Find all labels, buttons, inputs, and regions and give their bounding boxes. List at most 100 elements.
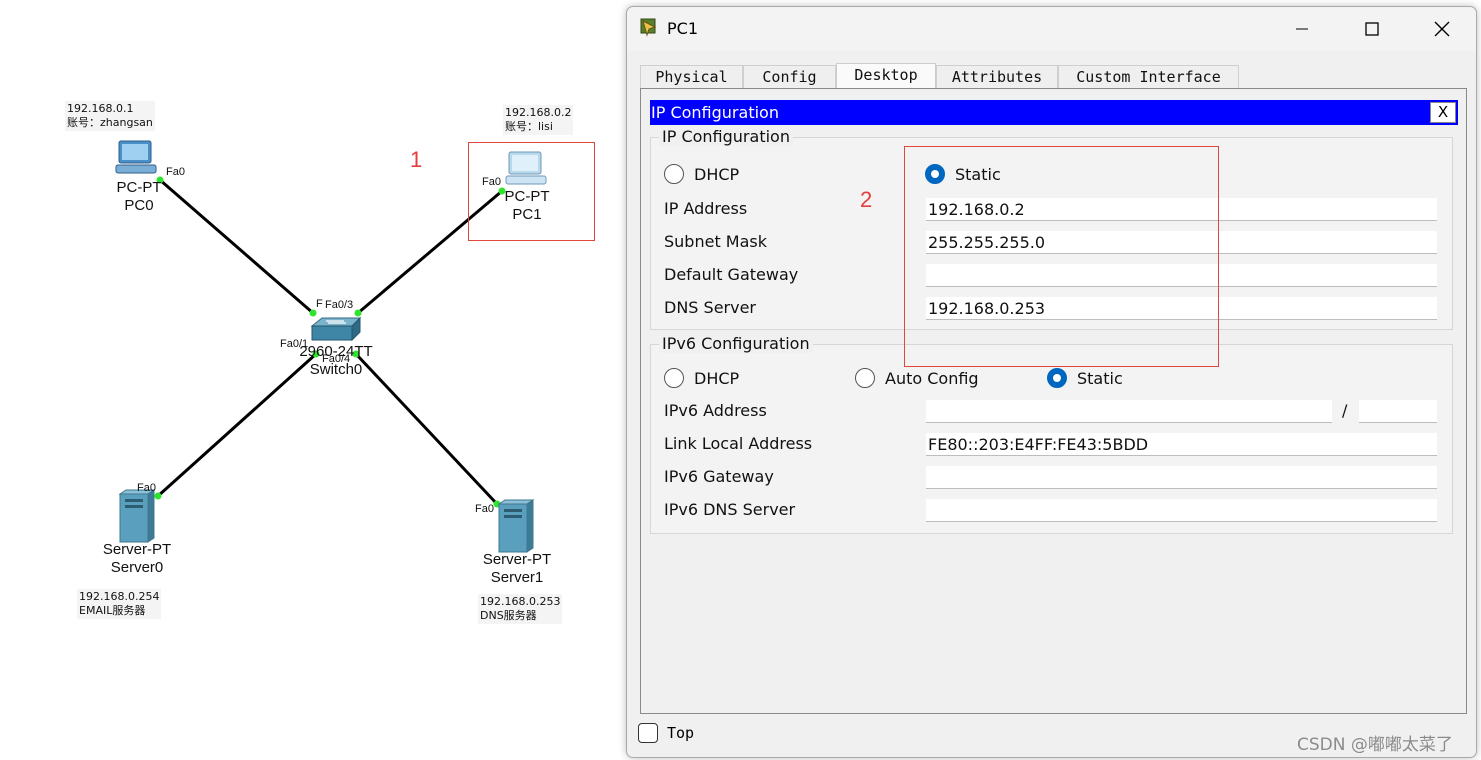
server0-server-icon [118, 489, 156, 543]
close-button[interactable] [1407, 7, 1477, 51]
server0-port-label: Fa0 [137, 482, 156, 494]
server1-note[interactable]: 192.168.0.253 DNS服务器 [478, 594, 563, 624]
subnet-mask-label: Subnet Mask [664, 232, 768, 251]
tab-physical[interactable]: Physical [640, 65, 743, 89]
annotation-number-2: 2 [860, 187, 873, 212]
annotation-box-pc1 [468, 142, 595, 241]
checkbox-unchecked-icon [638, 723, 658, 743]
link-local-address-label: Link Local Address [664, 434, 813, 453]
link-server1-switch [354, 352, 499, 506]
server0-note-role: EMAIL服务器 [79, 604, 146, 617]
ipv6-config-group: IPv6 Configuration DHCP Auto Config Stat… [650, 334, 1453, 534]
port-led [354, 309, 362, 317]
pc0-label[interactable]: PC-PT PC0 [117, 179, 162, 215]
ipv6-dns-server-input[interactable] [926, 499, 1437, 522]
port-led [154, 492, 162, 500]
port-led [312, 350, 320, 358]
annotation-box-static-config [904, 146, 1219, 367]
server1-model: Server-PT [482, 551, 552, 568]
server1-label[interactable]: Server-PT Server1 [483, 551, 551, 587]
ipv6-static-radio[interactable]: Static [1047, 368, 1123, 388]
switch-port-to-server1: Fa0/4 [322, 353, 351, 365]
pc0-model: PC-PT [116, 179, 162, 196]
window-titlebar[interactable]: PC1 [627, 7, 1476, 51]
ipv6-address-input[interactable] [926, 400, 1332, 423]
minimize-icon [1296, 28, 1308, 30]
ipv4-group-title: IP Configuration [659, 127, 793, 146]
switch0-label[interactable]: 2960-24TT Switch0 [299, 343, 372, 379]
server0-label[interactable]: Server-PT Server0 [103, 541, 171, 577]
ipv4-dhcp-label: DHCP [694, 164, 740, 184]
ipv6-dhcp-radio[interactable]: DHCP [664, 368, 739, 388]
maximize-button[interactable] [1337, 7, 1407, 51]
pc0-note-account: 账号：zhangsan [67, 116, 153, 129]
pc1-window[interactable]: PC1 Physical Config Desktop Attributes C… [626, 6, 1477, 758]
tab-attributes[interactable]: Attributes [936, 65, 1058, 89]
ipv4-static-radio[interactable]: Static [925, 164, 1001, 184]
ipv4-dhcp-radio[interactable]: DHCP [664, 164, 739, 184]
ipv6-auto-config-radio[interactable]: Auto Config [855, 368, 979, 388]
radio-circle-icon [855, 368, 875, 388]
pc0-port-label: Fa0 [166, 166, 185, 178]
server1-note-role: DNS服务器 [480, 609, 537, 622]
switch0-switch-icon [310, 316, 362, 342]
radio-circle-icon [664, 164, 684, 184]
port-led [498, 187, 506, 195]
pc1-name: PC1 [512, 206, 542, 223]
packet-tracer-app-icon [640, 18, 657, 37]
tab-custom-interface[interactable]: Custom Interface [1058, 65, 1239, 89]
pc1-note-ip: 192.168.0.2 [505, 106, 572, 119]
csdn-watermark: CSDN @嘟嘟太菜了 [1297, 735, 1453, 755]
ipv6-dhcp-label: DHCP [694, 368, 740, 388]
top-checkbox-label: Top [667, 724, 695, 742]
switch0-model: 2960-24TT [299, 343, 373, 360]
radio-selected-icon [925, 164, 945, 184]
pc1-label[interactable]: PC-PT PC1 [505, 188, 550, 224]
link-pc1-switch [357, 189, 503, 315]
pc0-computer-icon [115, 140, 157, 174]
topology-canvas[interactable]: 192.168.0.1 账号：zhangsan 192.168.0.2 账号：l… [0, 0, 625, 760]
server1-name: Server1 [490, 569, 544, 586]
dns-server-label: DNS Server [664, 298, 756, 317]
ip-config-close-button[interactable]: X [1430, 102, 1456, 123]
close-icon [1434, 21, 1450, 37]
top-checkbox[interactable]: Top [638, 723, 694, 743]
port-led [156, 176, 164, 184]
server0-name: Server0 [110, 559, 164, 576]
server0-note[interactable]: 192.168.0.254 EMAIL服务器 [77, 589, 162, 619]
pc0-note-ip: 192.168.0.1 [67, 102, 134, 115]
tab-config[interactable]: Config [743, 65, 836, 89]
switch-port-to-pc0: F [316, 298, 323, 310]
ipv6-prefix-input[interactable] [1359, 400, 1437, 423]
ipv4-static-label: Static [955, 164, 1001, 184]
server0-model: Server-PT [102, 541, 172, 558]
pc1-computer-icon [505, 151, 547, 185]
link-local-address-input[interactable] [926, 433, 1437, 456]
dns-server-input[interactable] [926, 297, 1437, 320]
ip-config-bar-title: IP Configuration [651, 103, 779, 122]
annotation-number-1: 1 [410, 147, 423, 172]
topology-links [115, 140, 547, 553]
tab-desktop[interactable]: Desktop [836, 63, 936, 89]
link-pc0-switch [159, 178, 314, 315]
port-led [352, 350, 360, 358]
server0-note-ip: 192.168.0.254 [79, 590, 160, 603]
ipv6-auto-config-label: Auto Config [885, 368, 979, 388]
switch-port-to-pc1: Fa0/3 [325, 299, 354, 311]
pc1-note[interactable]: 192.168.0.2 账号：lisi [503, 105, 574, 135]
subnet-mask-input[interactable] [926, 231, 1437, 254]
ip-address-label: IP Address [664, 199, 748, 218]
ipv6-gateway-label: IPv6 Gateway [664, 467, 774, 486]
default-gateway-label: Default Gateway [664, 265, 799, 284]
ipv6-gateway-input[interactable] [926, 466, 1437, 489]
ip-config-title-bar: IP Configuration X [650, 100, 1458, 125]
pc0-note[interactable]: 192.168.0.1 账号：zhangsan [65, 101, 155, 131]
pc0-name: PC0 [124, 197, 154, 214]
ipv6-static-label: Static [1077, 368, 1123, 388]
default-gateway-input[interactable] [926, 264, 1437, 287]
radio-circle-icon [664, 368, 684, 388]
minimize-button[interactable] [1267, 7, 1337, 51]
ip-address-input[interactable] [926, 198, 1437, 221]
desktop-panel: IP Configuration X IP Configuration DHCP… [640, 88, 1467, 714]
port-led [309, 309, 317, 317]
